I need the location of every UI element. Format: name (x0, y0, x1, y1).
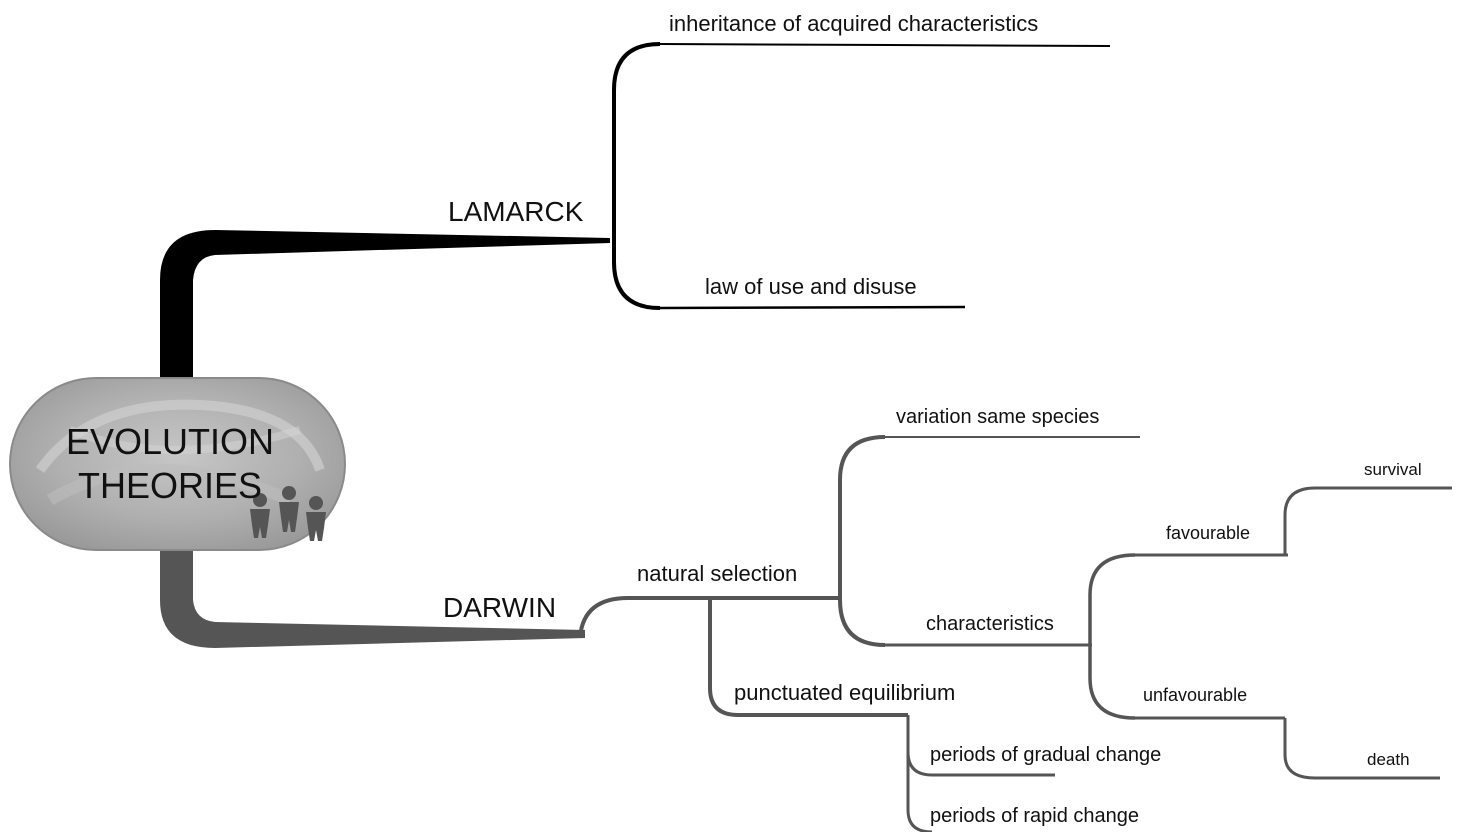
central-node (9, 377, 346, 551)
punctuated-label: punctuated equilibrium (734, 680, 956, 705)
inheritance-underline (659, 43, 1111, 47)
lamarck-branch-line (160, 230, 610, 380)
gradual-change-label: periods of gradual change (930, 744, 1162, 766)
survival-label: survival (1364, 460, 1422, 479)
natural-selection-line (578, 596, 840, 639)
punctuated-line (708, 598, 908, 717)
central-title-line2: THEORIES (77, 465, 263, 506)
inheritance-label: inheritance of acquired characteristics (669, 11, 1039, 36)
lamarck-label: LAMARCK (448, 196, 584, 227)
death-label: death (1367, 750, 1410, 769)
death-line (1283, 718, 1440, 780)
central-title: EVOLUTION THEORIES (20, 420, 320, 508)
variation-label: variation same species (896, 406, 1100, 428)
characteristics-fork-line (1088, 553, 1136, 720)
unfavourable-label: unfavourable (1143, 685, 1248, 705)
ns-fork-line (838, 435, 886, 647)
lamarck-fork-line (612, 42, 661, 310)
use-disuse-label: law of use and disuse (705, 274, 917, 299)
central-title-line1: EVOLUTION (65, 421, 275, 462)
darwin-branch-line (160, 545, 585, 648)
favourable-label: favourable (1166, 523, 1251, 543)
darwin-label: DARWIN (443, 592, 557, 623)
rapid-change-label: periods of rapid change (930, 805, 1140, 827)
characteristics-label: characteristics (926, 613, 1054, 635)
people-icon (250, 486, 326, 541)
survival-line (1283, 486, 1452, 555)
use-disuse-underline (659, 305, 966, 310)
natural-selection-label: natural selection (637, 561, 798, 586)
